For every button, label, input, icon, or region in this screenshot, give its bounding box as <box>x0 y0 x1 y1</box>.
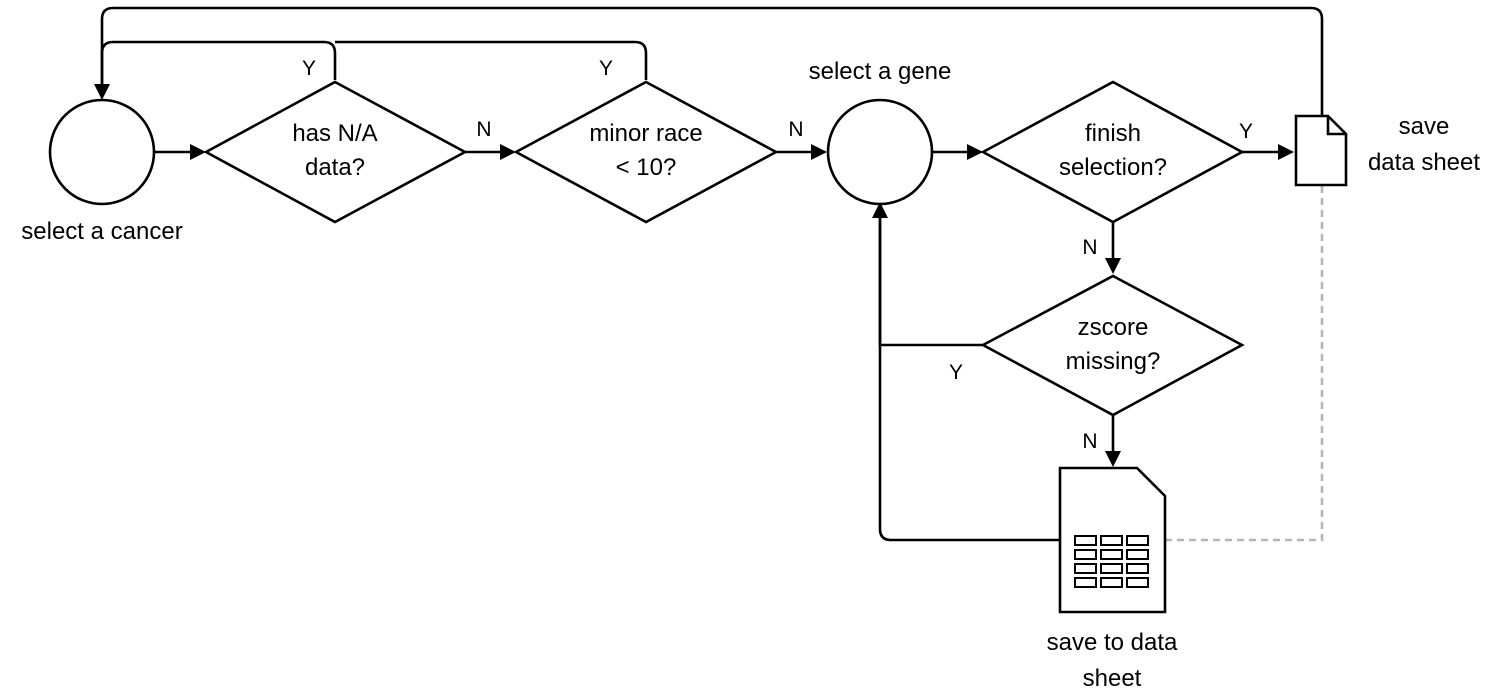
edge-label-finish-yes: Y <box>1239 120 1253 143</box>
dashed-edge-datasheet-to-save <box>1165 186 1324 542</box>
edge-minorrace-loop-to-cancer <box>335 40 648 80</box>
edge-label-zscore-no: N <box>1082 430 1097 453</box>
spreadsheet-cell <box>1126 549 1149 560</box>
arrowhead <box>1278 144 1294 160</box>
save-to-data-sheet-label-line1: save to data <box>1047 629 1178 656</box>
spreadsheet-cell <box>1100 577 1123 588</box>
edge-label-minorrace-yes: Y <box>599 57 613 80</box>
zscore-missing-label-line2: missing? <box>1066 348 1161 375</box>
spreadsheet-cell <box>1074 563 1097 574</box>
arrowhead <box>190 144 206 160</box>
spreadsheet-cell <box>1126 563 1149 574</box>
edge-hasna-loop-to-cancer <box>100 40 337 84</box>
edge-label-hasna-no: N <box>476 118 491 141</box>
edge-datasheet-to-gene <box>878 218 1060 542</box>
minor-race-label-line2: < 10? <box>616 154 677 181</box>
edge-zscore-to-gene <box>878 218 983 347</box>
zscore-missing-label-line1: zscore <box>1078 314 1149 341</box>
arrowhead <box>500 144 516 160</box>
save-data-sheet-label-line1: save <box>1399 113 1450 140</box>
edge-save-loop-to-cancer <box>100 6 1324 116</box>
select-gene-label: select a gene <box>809 58 952 85</box>
minor-race-decision <box>513 80 779 224</box>
spreadsheet-cell <box>1074 577 1097 588</box>
spreadsheet-cell <box>1100 535 1123 546</box>
finish-selection-label-line1: finish <box>1085 120 1141 147</box>
spreadsheet-grid-icon <box>1074 535 1149 588</box>
select-cancer-label: select a cancer <box>21 218 182 245</box>
minor-race-label-line1: minor race <box>589 120 702 147</box>
has-na-label-line1: has N/A <box>292 120 377 147</box>
spreadsheet-cell <box>1126 577 1149 588</box>
spreadsheet-cell <box>1074 549 1097 560</box>
zscore-missing-decision <box>980 274 1245 417</box>
document-icon <box>1294 114 1348 187</box>
finish-selection-label-line2: selection? <box>1059 154 1167 181</box>
arrowhead <box>94 84 110 100</box>
select-cancer-node <box>48 98 156 206</box>
finish-selection-decision <box>980 80 1245 224</box>
save-data-sheet-label-line2: data sheet <box>1368 149 1480 176</box>
spreadsheet-cell <box>1126 535 1149 546</box>
select-gene-node <box>826 98 934 206</box>
save-to-data-sheet-label-line2: sheet <box>1083 665 1142 692</box>
arrowhead <box>1105 451 1121 467</box>
has-na-label-line2: data? <box>305 154 365 181</box>
spreadsheet-cell <box>1100 549 1123 560</box>
arrowhead <box>872 202 888 218</box>
has-na-decision <box>203 80 468 224</box>
edge-label-finish-no: N <box>1082 236 1097 259</box>
edge-label-minorrace-no: N <box>788 118 803 141</box>
spreadsheet-cell <box>1074 535 1097 546</box>
edge-label-hasna-yes: Y <box>302 57 316 80</box>
save-to-data-sheet-document <box>1058 466 1167 614</box>
edge-label-zscore-yes: Y <box>949 361 963 384</box>
save-data-sheet-document <box>1294 114 1348 187</box>
spreadsheet-cell <box>1100 563 1123 574</box>
arrowhead <box>967 144 983 160</box>
arrowhead <box>1105 258 1121 274</box>
arrowhead <box>811 144 827 160</box>
document-fold <box>1326 116 1346 136</box>
